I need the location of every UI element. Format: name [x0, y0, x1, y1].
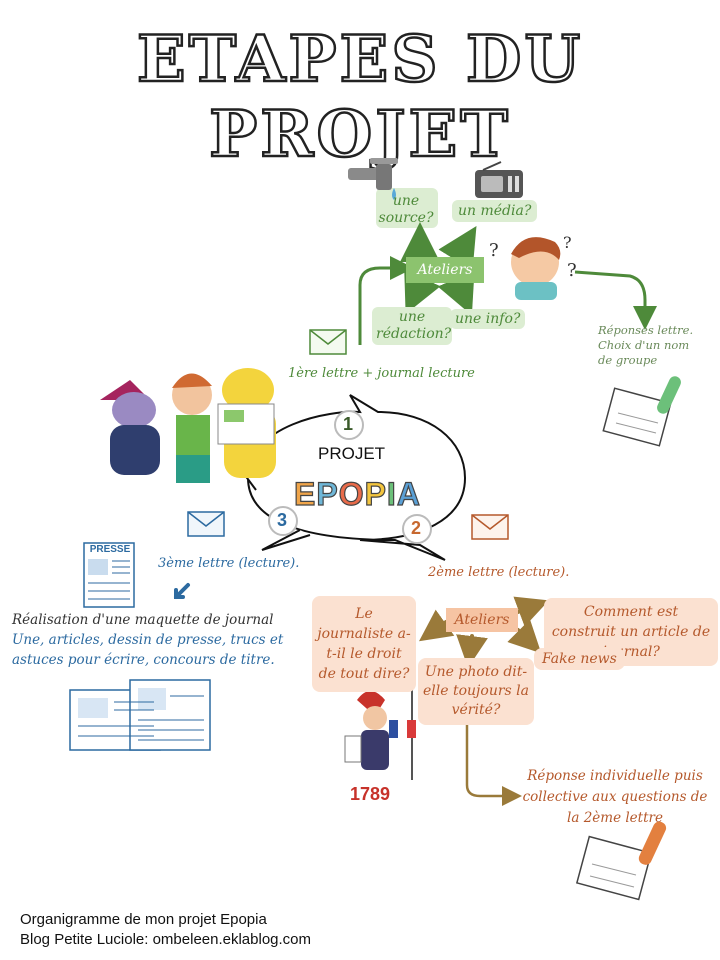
bubble-info: une info?: [450, 309, 526, 329]
ateliers-2-box: Ateliers: [446, 608, 518, 632]
page-title: ETAPES DU PROJET: [136, 21, 584, 174]
presse-label: PRESSE: [89, 544, 131, 555]
step1-letter-label: 1ère lettre + journal lecture: [288, 366, 475, 381]
thinking-boy-illustration: ? ? ?: [489, 233, 577, 300]
svg-text:?: ?: [567, 260, 577, 281]
step3-letter-label: 3ème lettre (lecture).: [158, 556, 300, 571]
step2-reponse: Réponse individuelle puis collective aux…: [522, 768, 708, 826]
notepad-pen-icon-1: [602, 376, 681, 447]
bubble-photo: Une photo dit-elle toujours la vérité?: [418, 658, 534, 725]
epopia-letter: O: [338, 475, 365, 512]
step3-circle: [268, 506, 298, 536]
step2-number: 2: [411, 518, 422, 538]
svg-text:?: ?: [489, 240, 499, 261]
footer-line-1: Organigramme de mon projet Epopia: [20, 911, 267, 928]
maquette-title: Réalisation d'une maquette de journal: [12, 612, 274, 628]
step1-reponses: Réponses lettre. Choix d'un nom de group…: [598, 323, 694, 367]
newspaper-icon: [83, 542, 135, 608]
step1-circle: [334, 410, 364, 440]
bubble-redaction: une rédaction?: [372, 307, 452, 345]
envelope-icon-2: [471, 514, 509, 540]
faucet-icon: [348, 158, 398, 200]
footer-line-2: Blog Petite Luciole: ombeleen.eklablog.c…: [20, 931, 312, 948]
step3-number: 3: [277, 510, 288, 530]
step2-circle: [402, 514, 432, 544]
bubble-media: un média?: [452, 200, 538, 222]
footer: Organigramme de mon projet Epopia Blog P…: [20, 910, 311, 950]
center-label: PROJET: [318, 444, 386, 463]
bubble-source: une source?: [378, 193, 434, 226]
characters-illustration: [100, 368, 276, 483]
open-newspapers-icon: [69, 679, 211, 751]
blue-arrow-icon: [174, 583, 190, 599]
maquette-text: Une, articles, dessin de presse, trucs e…: [12, 632, 284, 668]
step1-number: 1: [343, 414, 354, 434]
step2-letter-label: 2ème lettre (lecture).: [428, 565, 570, 580]
radio-icon: [475, 161, 523, 198]
epopia-letter: P: [316, 475, 339, 512]
envelope-icon-3: [187, 511, 225, 537]
envelope-icon-1: [309, 329, 347, 355]
notepad-pen-icon-2: [575, 821, 667, 901]
revolution-character-illustration: [344, 690, 416, 780]
epopia-letter: E: [293, 475, 317, 512]
year-badge: 1789: [350, 784, 391, 804]
svg-text:?: ?: [563, 233, 572, 252]
epopia-logo: EPOPIA: [293, 475, 421, 513]
epopia-letter: I: [386, 475, 397, 512]
bubble-droit: Le journaliste a-t-il le droit de tout d…: [312, 596, 416, 692]
bubble-fakenews: Fake news: [534, 648, 625, 670]
ateliers-1-box: Ateliers: [406, 257, 484, 283]
epopia-letter: A: [396, 475, 421, 512]
epopia-letter: P: [364, 475, 387, 512]
